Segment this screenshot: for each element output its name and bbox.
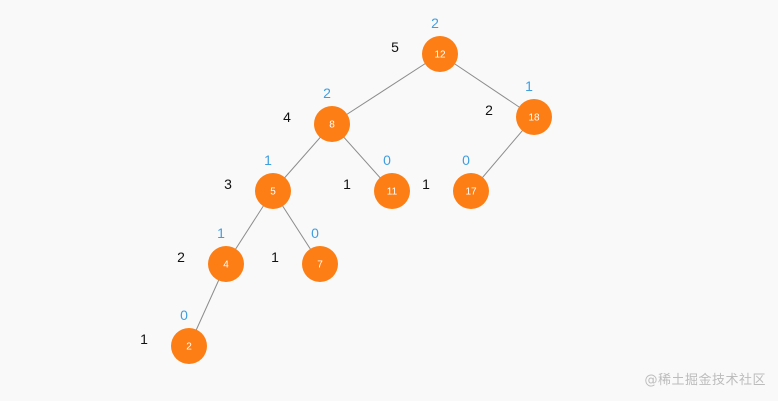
- node-value: 17: [465, 187, 477, 198]
- tree-node-4: 4 2 1: [177, 225, 244, 282]
- node-circle: [255, 173, 291, 209]
- node-circle: [453, 173, 489, 209]
- node-value: 12: [434, 50, 446, 61]
- tree-node-8: 8 4 2: [283, 85, 350, 142]
- node-balance-label: 0: [462, 152, 470, 168]
- watermark: @稀土掘金技术社区: [644, 373, 766, 388]
- node-value: 2: [186, 342, 192, 353]
- node-value: 11: [387, 187, 398, 198]
- node-height-label: 4: [283, 109, 291, 125]
- node-balance-label: 1: [217, 225, 225, 241]
- node-value: 8: [329, 120, 335, 131]
- node-balance-label: 1: [264, 152, 272, 168]
- node-value: 4: [223, 260, 229, 271]
- node-balance-label: 0: [180, 307, 188, 323]
- tree-node-2: 2 1 0: [140, 307, 207, 364]
- tree-node-7: 7 1 0: [271, 225, 338, 282]
- node-circle: [516, 99, 552, 135]
- node-balance-label: 2: [431, 15, 439, 31]
- tree-node-12: 12 5 2: [391, 15, 458, 72]
- node-circle: [208, 246, 244, 282]
- node-balance-label: 0: [311, 225, 319, 241]
- node-height-label: 1: [140, 331, 148, 347]
- node-value: 18: [528, 113, 540, 124]
- node-balance-label: 1: [525, 78, 533, 94]
- node-circle: [314, 106, 350, 142]
- node-circle: [171, 328, 207, 364]
- node-height-label: 1: [271, 249, 279, 265]
- node-height-label: 3: [224, 176, 232, 192]
- tree-node-5: 5 3 1: [224, 152, 291, 209]
- node-height-label: 2: [177, 249, 185, 265]
- node-height-label: 5: [391, 39, 399, 55]
- node-height-label: 1: [422, 176, 430, 192]
- node-value: 7: [317, 260, 323, 271]
- edge-n12-n18: [439, 53, 535, 118]
- node-height-label: 2: [485, 102, 493, 118]
- node-circle: [302, 246, 338, 282]
- node-circle: [374, 173, 410, 209]
- node-circle: [422, 36, 458, 72]
- edge-n12-n8: [331, 53, 441, 125]
- node-height-label: 1: [343, 176, 351, 192]
- node-value: 5: [270, 187, 276, 198]
- node-balance-label: 2: [323, 85, 331, 101]
- node-balance-label: 0: [383, 152, 391, 168]
